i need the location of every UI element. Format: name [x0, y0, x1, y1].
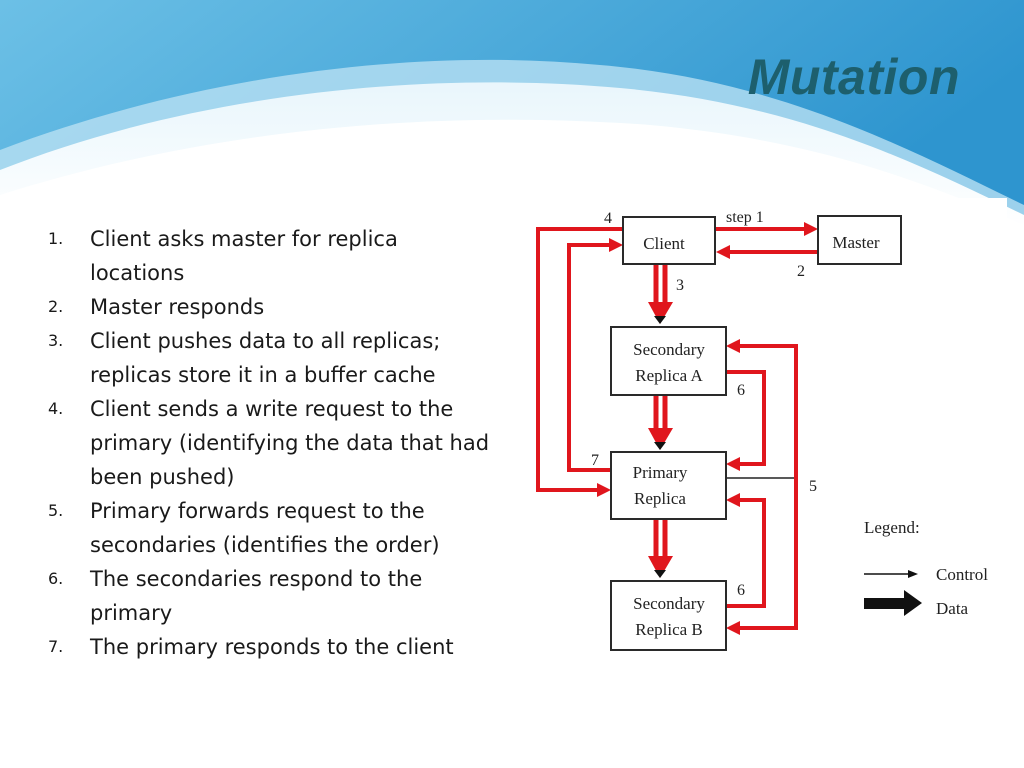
node-primary-replica: Primary Replica	[610, 451, 727, 520]
slide-title: Mutation	[747, 49, 960, 105]
list-item: 5.Primary forwards request to the second…	[48, 499, 440, 557]
svg-text:Replica: Replica	[634, 489, 686, 508]
label-step7: 7	[591, 452, 599, 469]
data-arrow-a-to-primary	[648, 395, 673, 450]
node-secondary-replica-b: Secondary Replica B	[610, 580, 727, 651]
list-item: 1.Client asks master for replica locatio…	[48, 227, 398, 285]
list-item: 6.The secondaries respond to the primary	[48, 567, 423, 625]
control-arrow-step7	[567, 238, 623, 472]
svg-text:Client: Client	[643, 234, 685, 253]
legend-data-arrow	[864, 598, 906, 609]
list-item: 4.Client sends a write request to the pr…	[48, 397, 490, 489]
svg-text:Replica A: Replica A	[635, 366, 703, 385]
background-wave	[0, 0, 1024, 230]
label-step1: step 1	[726, 209, 764, 226]
control-arrow-step4	[536, 227, 623, 497]
list-item: 3.Client pushes data to all replicas; re…	[48, 329, 441, 387]
node-master: Master	[817, 215, 902, 265]
svg-text:Master: Master	[832, 233, 880, 252]
label-step6-a: 6	[737, 382, 745, 399]
legend-data-label: Data	[936, 599, 969, 618]
label-step2: 2	[797, 263, 805, 280]
data-arrow-primary-to-b	[648, 519, 673, 578]
node-secondary-replica-a: Secondary Replica A	[610, 326, 727, 396]
label-step4: 4	[604, 210, 612, 227]
label-step6-b: 6	[737, 582, 745, 599]
node-client: Client	[622, 216, 716, 265]
svg-text:Replica B: Replica B	[635, 620, 703, 639]
diagram-background	[515, 198, 1007, 660]
legend-title: Legend:	[864, 518, 920, 537]
control-arrow-b-step6	[726, 493, 766, 608]
legend-control-label: Control	[936, 565, 988, 584]
svg-text:Primary: Primary	[633, 463, 688, 482]
control-arrow-step5	[726, 339, 798, 635]
data-arrow-client-to-a	[648, 264, 673, 324]
list-item: 7.The primary responds to the client	[48, 635, 454, 659]
control-arrow-a-step6	[726, 370, 766, 471]
mutation-diagram: Client Master Secondary Replica A Primar…	[515, 198, 1007, 660]
control-arrow-step1	[715, 222, 818, 236]
label-step3: 3	[676, 277, 684, 294]
label-step5: 5	[809, 478, 817, 495]
control-arrow-step2	[716, 245, 818, 259]
svg-text:Secondary: Secondary	[633, 340, 705, 359]
legend: Legend: Control Data	[864, 518, 988, 618]
list-item: 2.Master responds	[48, 295, 265, 319]
svg-text:Secondary: Secondary	[633, 594, 705, 613]
steps-list: 1.Client asks master for replica locatio…	[48, 222, 498, 664]
